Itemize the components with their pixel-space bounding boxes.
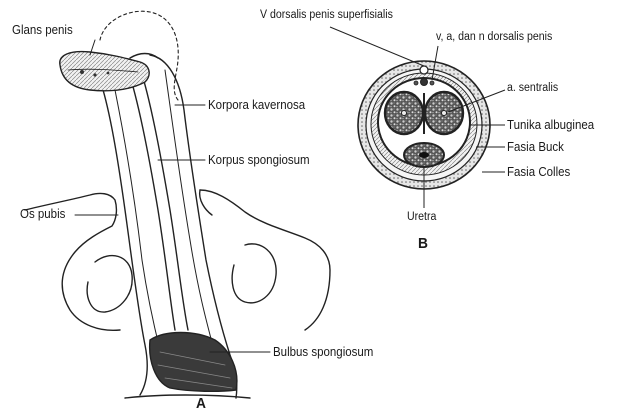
figure-a-drawing <box>25 11 330 398</box>
label-fasia-colles: Fasia Colles <box>507 166 570 179</box>
label-tunika-albuginea: Tunika albuginea <box>507 119 594 132</box>
label-fasia-buck: Fasia Buck <box>507 141 564 154</box>
label-v-dorsalis-superfisialis: V dorsalis penis superfisialis <box>260 10 393 22</box>
a-sentralis-right <box>442 111 447 116</box>
os-pubis-right <box>200 190 330 330</box>
label-bulbus-spongiosum: Bulbus spongiosum <box>273 346 373 359</box>
panel-label-a: A <box>196 396 206 411</box>
label-uretra: Uretra <box>407 212 436 224</box>
glans-penis-shape <box>60 52 149 91</box>
figure-b-drawing <box>330 27 505 208</box>
label-glans-penis: Glans penis <box>12 24 73 37</box>
label-a-sentralis: a. sentralis <box>507 83 558 95</box>
label-korpora-kavernosa: Korpora kavernosa <box>208 99 305 112</box>
a-sentralis-left <box>402 111 407 116</box>
obturator-left <box>87 256 132 312</box>
label-v-a-n-dorsalis: v, a, dan n dorsalis penis <box>436 32 552 44</box>
v-dorsalis-profunda <box>421 79 428 86</box>
panel-label-b: B <box>418 236 428 251</box>
v-dorsalis-superficialis <box>420 66 428 74</box>
urethra-lumen <box>419 152 429 158</box>
label-os-pubis: Os pubis <box>20 208 65 221</box>
shaft-left-contour <box>100 80 147 395</box>
obturator-right <box>232 244 276 303</box>
label-korpus-spongiosum: Korpus spongiosum <box>208 154 310 167</box>
